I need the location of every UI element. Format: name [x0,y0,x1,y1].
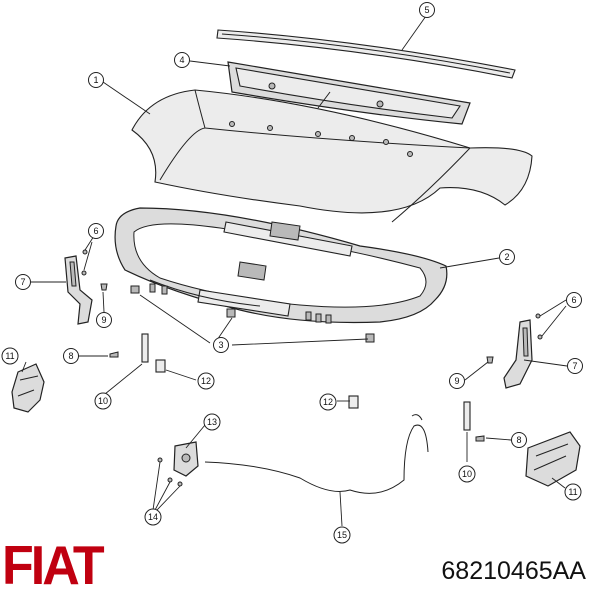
callout-9-right-label: 9 [454,376,459,386]
gas-strut-right [463,401,471,431]
callout-3-label: 3 [218,340,223,350]
callout-5-label: 5 [424,5,429,15]
callout-12-right: 12 [319,393,337,411]
gas-strut-left [141,333,149,363]
callout-8-right: 8 [511,432,527,448]
callout-15-label: 15 [337,530,347,540]
callout-11-right-label: 11 [568,487,577,497]
clip-fasteners [130,285,375,343]
callout-10-right-label: 10 [462,469,472,479]
callout-3: 3 [213,337,229,353]
cowl-panel [227,61,471,125]
latch-bracket-left [11,363,45,413]
callout-1: 1 [88,72,104,88]
hood-inner-frame [114,207,448,324]
callout-12-right-label: 12 [323,397,333,407]
callout-8-right-label: 8 [516,435,521,445]
callout-11-left: 11 [1,347,19,365]
callout-6-right: 6 [566,292,582,308]
callout-13: 13 [203,413,221,431]
callout-8-left-label: 8 [68,351,73,361]
callout-8-left: 8 [63,348,79,364]
callout-9-left: 9 [96,312,112,328]
callout-7-left: 7 [15,274,31,290]
hood-seal-strip [216,29,516,79]
callout-9-left-label: 9 [101,315,106,325]
callout-13-label: 13 [207,417,217,427]
callout-14-label: 14 [148,512,158,522]
bumper-stop-left [155,359,166,373]
release-cable [204,414,429,494]
callout-2: 2 [499,249,515,265]
hood-panel [131,89,533,223]
callout-11-left-label: 11 [5,351,14,361]
callout-5: 5 [419,2,435,18]
callout-6-left-label: 6 [93,226,98,236]
callout-14: 14 [144,508,162,526]
callout-12-left-label: 12 [201,376,211,386]
callout-7-right: 7 [567,358,583,374]
callout-7-right-label: 7 [572,361,577,371]
leader-lines [21,15,568,527]
callout-6-left: 6 [88,223,104,239]
callout-2-label: 2 [504,252,509,262]
callout-1-label: 1 [93,75,98,85]
callout-15: 15 [333,526,351,544]
callout-12-left: 12 [197,372,215,390]
callout-4: 4 [174,52,190,68]
latch-bracket-right [525,431,581,487]
callout-9-right: 9 [449,373,465,389]
part-number: 68210465AA [441,557,586,585]
callout-6-right-label: 6 [571,295,576,305]
callout-7-left-label: 7 [20,277,25,287]
hood-hinge-left [64,255,93,325]
bumper-stop-right [348,395,359,409]
small-fasteners [81,249,543,442]
callout-10-left-label: 10 [98,396,108,406]
hood-latch [173,441,199,477]
callout-4-label: 4 [179,55,184,65]
callout-11-right: 11 [564,483,582,501]
callout-10-right: 10 [458,465,476,483]
hood-hinge-right [503,319,533,389]
callout-10-left: 10 [94,392,112,410]
fiat-logo: FIAT [2,535,105,597]
